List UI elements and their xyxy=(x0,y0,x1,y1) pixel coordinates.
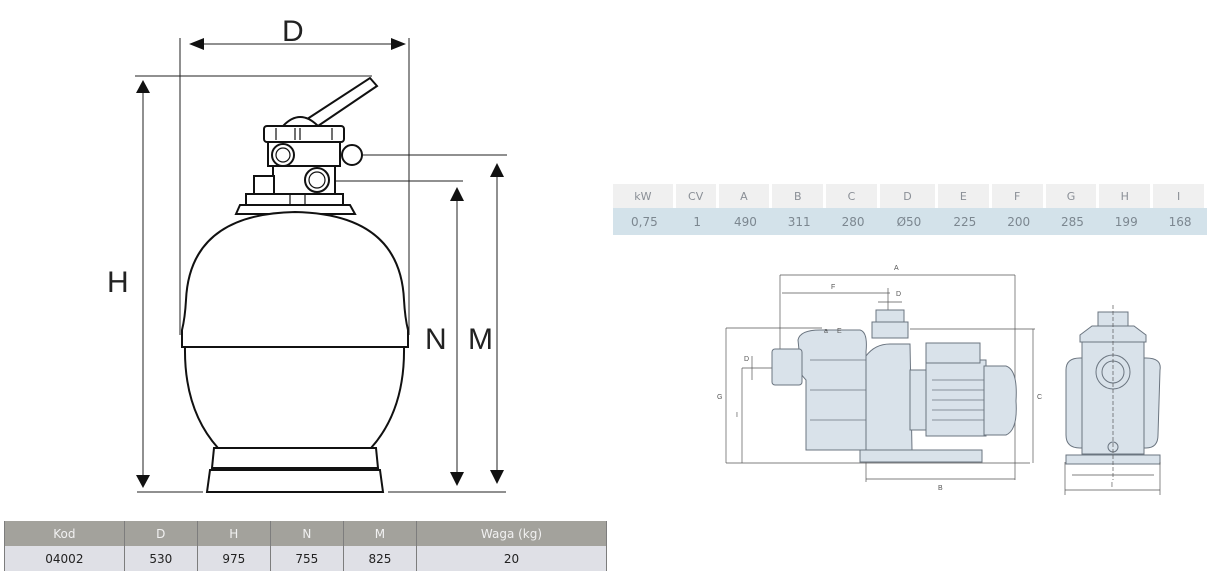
pump-side-diagram: A F D a E D G I C B xyxy=(717,265,1042,492)
cell-d: 530 xyxy=(123,546,198,571)
pump-inlet xyxy=(771,348,803,386)
tank-base-top xyxy=(210,447,380,469)
cell-h: 975 xyxy=(196,546,271,571)
motor-terminal-box xyxy=(925,342,981,364)
label-m: M xyxy=(468,323,493,356)
table-row: 04002 530 975 755 825 20 xyxy=(4,546,608,571)
front-top-cap xyxy=(1079,325,1147,343)
header-d: D xyxy=(879,184,938,208)
table-header-row: kW CV A B C D E F G H I xyxy=(613,184,1207,208)
header-h: H xyxy=(196,521,271,546)
cell-g: 285 xyxy=(1045,208,1100,235)
cell-cv: 1 xyxy=(675,208,719,235)
header-cv: CV xyxy=(675,184,719,208)
cell-weight: 20 xyxy=(415,546,608,571)
label-small-e: E xyxy=(837,328,842,335)
cell-kod: 04002 xyxy=(4,546,125,571)
header-i: I xyxy=(1153,184,1207,208)
label-c: C xyxy=(1037,394,1042,401)
header-weight: Waga (kg) xyxy=(415,521,608,546)
table-header-row: Kod D H N M Waga (kg) xyxy=(4,521,608,546)
filter-spec-table: Kod D H N M Waga (kg) 04002 530 975 755 … xyxy=(4,521,608,571)
cell-c: 280 xyxy=(826,208,880,235)
label-small-a: a xyxy=(824,328,828,335)
header-a: A xyxy=(718,184,773,208)
tank-base xyxy=(205,469,385,493)
label-f: F xyxy=(831,284,835,291)
header-d: D xyxy=(123,521,198,546)
cell-b: 311 xyxy=(772,208,827,235)
header-g: G xyxy=(1045,184,1100,208)
cell-h: 199 xyxy=(1099,208,1154,235)
header-n: N xyxy=(269,521,344,546)
pump-base xyxy=(859,449,983,463)
label-h: H xyxy=(107,266,129,299)
arrow-left-icon xyxy=(189,38,204,50)
header-e: E xyxy=(937,184,992,208)
label-b: B xyxy=(938,485,943,492)
cell-i: 168 xyxy=(1153,208,1207,235)
arrow-up-icon xyxy=(136,80,150,93)
cell-a: 490 xyxy=(718,208,773,235)
pump-outlet-union xyxy=(871,321,909,339)
motor-body xyxy=(925,359,987,437)
cell-e: 225 xyxy=(937,208,992,235)
label-i-front: I xyxy=(1111,482,1113,489)
header-kod: Kod xyxy=(4,521,125,546)
label-d-side: D xyxy=(744,356,749,363)
tank-lower xyxy=(183,346,406,449)
label-a: A xyxy=(894,265,899,272)
pump-front-diagram: I xyxy=(1064,305,1161,495)
header-c: C xyxy=(826,184,880,208)
arrow-up-icon xyxy=(490,163,504,177)
cell-n: 755 xyxy=(269,546,344,571)
tank-upper xyxy=(181,210,409,348)
pump-outlet-top xyxy=(875,309,905,323)
valve-knob xyxy=(341,144,363,166)
arrow-down-icon xyxy=(490,470,504,484)
cell-f: 200 xyxy=(991,208,1046,235)
header-kw: kW xyxy=(613,184,676,208)
label-n: N xyxy=(425,323,447,356)
arrow-down-icon xyxy=(136,475,150,488)
port-top xyxy=(271,143,295,167)
filter-diagram: D H N M xyxy=(107,15,507,493)
valve-flange xyxy=(245,193,344,206)
valve-side xyxy=(253,175,275,195)
label-d-top: D xyxy=(896,291,901,298)
header-m: M xyxy=(342,521,417,546)
label-g: G xyxy=(717,394,722,401)
cell-m: 825 xyxy=(342,546,417,571)
header-h: H xyxy=(1099,184,1154,208)
label-d: D xyxy=(282,15,304,48)
arrow-up-icon xyxy=(450,187,464,201)
motor-fan-cover xyxy=(983,365,1017,436)
cell-kw: 0,75 xyxy=(613,208,676,235)
arrow-down-icon xyxy=(450,472,464,486)
table-row: 0,75 1 490 311 280 Ø50 225 200 285 199 1… xyxy=(613,208,1207,235)
header-b: B xyxy=(772,184,827,208)
pump-volute xyxy=(865,343,913,451)
arrow-right-icon xyxy=(391,38,406,50)
pump-spec-table: kW CV A B C D E F G H I 0,75 1 490 311 2… xyxy=(613,184,1207,235)
header-f: F xyxy=(991,184,1046,208)
cell-d: Ø50 xyxy=(879,208,938,235)
label-i-side: I xyxy=(736,412,738,419)
